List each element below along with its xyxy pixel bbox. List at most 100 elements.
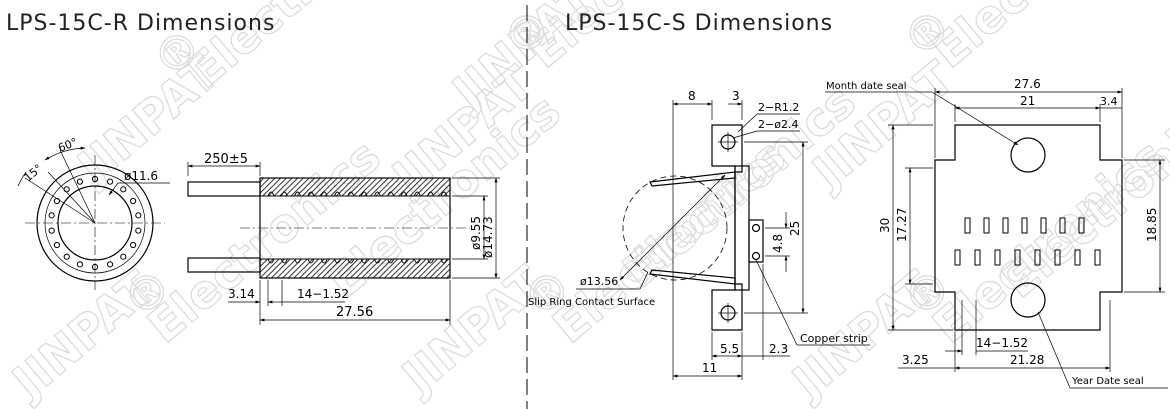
- ring-groove: [400, 191, 408, 197]
- width-3-4-label: 3.4: [1100, 95, 1118, 108]
- pin-hole: [63, 186, 70, 193]
- ring-pitch-label: 14−1.52: [297, 287, 349, 301]
- pin-hole: [120, 186, 127, 193]
- ring-groove: [373, 258, 381, 264]
- watermark-brand: JINPAT: [0, 260, 164, 409]
- height-4-8-label: 4.8: [771, 234, 785, 253]
- ring-groove: [294, 258, 302, 264]
- ring-groove: [427, 191, 435, 197]
- inner-diameter-label: ø9.55: [469, 216, 483, 250]
- pin-hole: [48, 227, 55, 234]
- brush-slot: [1014, 249, 1021, 266]
- title-lps-15c-r: LPS-15C-R Dimensions: [6, 11, 275, 36]
- brush-slot: [1002, 217, 1009, 234]
- pin-hole: [63, 253, 70, 260]
- watermark-company: Electronics: [922, 129, 1170, 354]
- ring-groove: [320, 191, 328, 197]
- ring-groove: [400, 258, 408, 264]
- copper-strip-label: Copper strip: [800, 332, 868, 345]
- height-25-label: 25: [788, 221, 802, 236]
- pin-hole: [48, 212, 55, 219]
- pin-hole: [130, 241, 137, 249]
- ring-groove: [427, 258, 435, 264]
- total-length-label: 27.56: [336, 305, 373, 320]
- pin-hole: [106, 261, 114, 268]
- pin-hole: [106, 178, 114, 185]
- brush-slot: [1021, 217, 1028, 234]
- brush-slot: [1034, 249, 1041, 266]
- contact-surface-label: Slip Ring Contact Surface: [528, 297, 655, 308]
- hole-diameter-label: 2−ø2.4: [758, 118, 798, 131]
- brush-slot: [1054, 249, 1061, 266]
- ring-groove: [360, 258, 368, 264]
- height-17-27-label: 17.27: [895, 208, 909, 242]
- ring-groove: [373, 191, 381, 197]
- pin-hole: [91, 263, 99, 271]
- width-21-28-label: 21.28: [1010, 353, 1044, 367]
- ring-groove: [334, 258, 341, 264]
- brush-holder-front-view: 27.6 21 3.4 Month date seal 30 17.27 18.…: [825, 77, 1168, 389]
- dim-3-label: 3: [732, 89, 740, 103]
- pin-hole: [76, 261, 84, 268]
- ring-groove: [413, 191, 421, 197]
- brush-slot: [954, 249, 961, 266]
- pin-hole: [135, 227, 142, 234]
- side-view-rotor: 250±5 ø9.55 ø14.73 3.14 14−1.52 27.56: [187, 152, 500, 325]
- circle-diameter-label: ø13.56: [580, 275, 618, 288]
- bore-diameter-label: ø11.6: [124, 169, 158, 183]
- offset-3-25-label: 3.25: [902, 353, 929, 367]
- brush-holder-side-view: ø13.56 Slip Ring Contact Surface 8 3 2−R…: [528, 89, 870, 380]
- ring-groove: [307, 258, 315, 264]
- pin-hole: [53, 241, 60, 249]
- height-30-label: 30: [878, 218, 892, 233]
- dim-5-5-label: 5.5: [720, 342, 739, 356]
- brush-slot: [1078, 217, 1085, 234]
- width-21-label: 21: [1020, 94, 1035, 108]
- ring-groove: [334, 191, 341, 197]
- left-offset-label: 3.14: [228, 287, 255, 301]
- dim-2-3-label: 2.3: [769, 342, 788, 356]
- ring-groove: [280, 191, 288, 197]
- pitch-label: 14−1.52: [976, 336, 1028, 350]
- ring-groove: [387, 258, 395, 264]
- ring-groove: [347, 258, 355, 264]
- angle-15-label: 15°: [22, 162, 45, 184]
- ring-groove: [440, 191, 448, 197]
- radius-label: 2−R1.2: [758, 101, 799, 114]
- ring-groove: [413, 258, 421, 264]
- brush-slot: [1040, 217, 1047, 234]
- brush-slot: [964, 217, 971, 234]
- watermark-company: Electronics: [922, 0, 1170, 78]
- pin-hole: [76, 178, 84, 185]
- ring-groove: [307, 191, 315, 197]
- ring-groove: [320, 258, 328, 264]
- height-18-85-label: 18.85: [1145, 208, 1159, 242]
- title-lps-15c-s: LPS-15C-S Dimensions: [565, 11, 833, 36]
- pin-hole: [53, 197, 60, 205]
- ring-groove: [267, 191, 275, 197]
- pin-hole: [130, 197, 137, 205]
- brush-slot: [1094, 249, 1101, 266]
- ring-groove: [280, 258, 288, 264]
- outer-diameter-label: ø14.73: [481, 216, 495, 258]
- ring-groove: [387, 191, 395, 197]
- brush-slot: [983, 217, 990, 234]
- dim-11-label: 11: [702, 361, 717, 375]
- ring-groove: [267, 258, 275, 264]
- brush-slot: [1074, 249, 1081, 266]
- ring-groove: [294, 191, 302, 197]
- pin-hole: [135, 212, 142, 219]
- dim-8-label: 8: [688, 89, 696, 103]
- year-seal-label: Year Date seal: [1071, 376, 1144, 387]
- pin-hole: [120, 253, 127, 260]
- width-27-6-label: 27.6: [1014, 77, 1041, 91]
- month-seal-label: Month date seal: [826, 81, 907, 92]
- ring-groove: [440, 258, 448, 264]
- ring-groove: [360, 191, 368, 197]
- brush-slot: [994, 249, 1001, 266]
- brush-slot: [974, 249, 981, 266]
- pin-hole: [91, 175, 99, 183]
- ring-groove: [347, 191, 355, 197]
- brush-slot: [1059, 217, 1066, 234]
